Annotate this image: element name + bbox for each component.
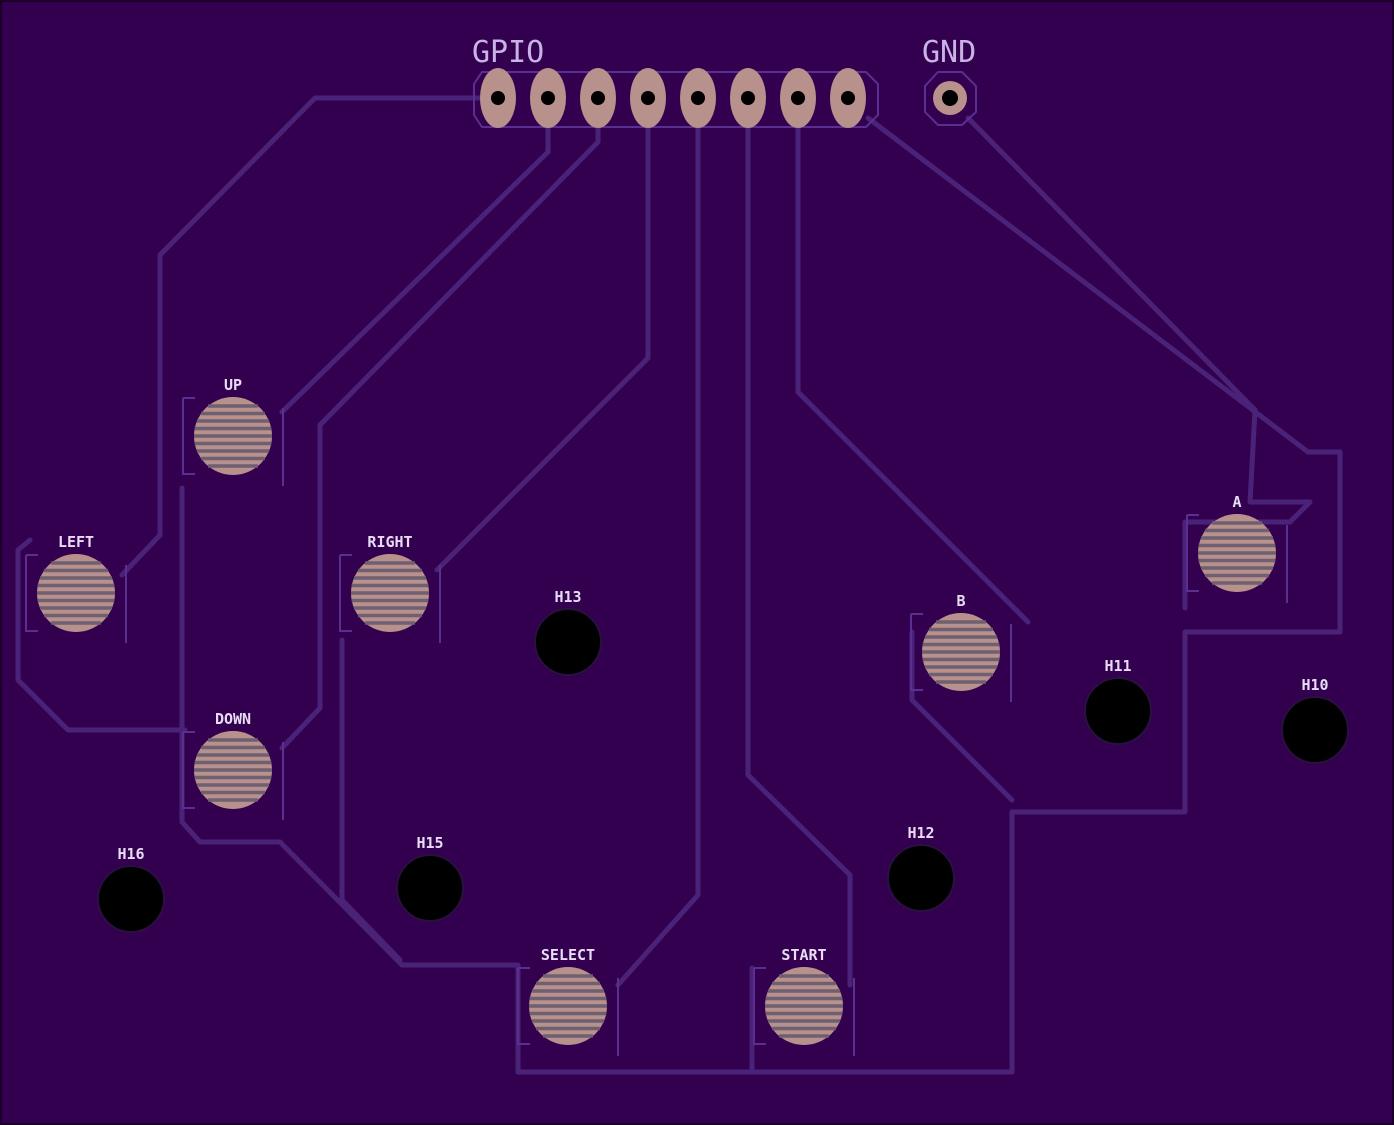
button-select: SELECT	[517, 946, 619, 1056]
button-start-label: START	[781, 946, 826, 964]
gnd-pad-outline	[924, 71, 977, 126]
trace-start	[745, 95, 853, 988]
trace-left	[119, 95, 501, 578]
hole-h10: H10	[1281, 676, 1349, 764]
trace-a	[515, 115, 1343, 1075]
button-down-stripes	[194, 738, 272, 802]
button-left-stripes	[37, 561, 115, 625]
gnd-label: GND	[922, 35, 976, 70]
trace-gnd-right	[339, 637, 403, 963]
gpio-pin-drill	[641, 91, 655, 105]
trace-gnd-left	[15, 537, 188, 733]
button-start-outline	[753, 967, 855, 1056]
button-pads: UP LEFT RIGHT DOWN SELECT	[25, 376, 1288, 1056]
button-select-stripes	[529, 974, 607, 1038]
gpio-pin-drill	[691, 91, 705, 105]
hole-h11-drill	[1084, 677, 1152, 745]
mounting-holes: H10 H11 H12 H13 H15 H16	[97, 588, 1349, 933]
button-left-label: LEFT	[58, 533, 94, 551]
hole-h11: H11	[1084, 657, 1152, 745]
trace-select	[615, 95, 701, 988]
trace-gnd	[965, 115, 1313, 611]
button-start: START	[753, 946, 855, 1056]
hole-h10-label: H10	[1301, 676, 1328, 694]
button-right-outline	[339, 554, 441, 643]
button-down: DOWN	[182, 710, 284, 820]
hole-h15-drill	[396, 854, 464, 922]
hole-h11-label: H11	[1104, 657, 1131, 675]
trace-gnd-mid	[179, 485, 521, 1075]
button-right: RIGHT	[339, 533, 441, 643]
gpio-pin-drill	[791, 91, 805, 105]
hole-h12-drill	[887, 844, 955, 912]
button-up: UP	[182, 376, 284, 486]
button-select-outline	[517, 967, 619, 1056]
hole-h12: H12	[887, 824, 955, 912]
gnd-header: GND	[922, 35, 977, 126]
button-a-outline	[1186, 514, 1288, 603]
hole-h10-drill	[1281, 696, 1349, 764]
button-select-label: SELECT	[541, 946, 595, 964]
button-b-stripes	[922, 620, 1000, 684]
button-a-stripes	[1198, 521, 1276, 585]
trace-right	[434, 95, 651, 573]
gpio-pin-drill	[491, 91, 505, 105]
button-right-label: RIGHT	[367, 533, 412, 551]
hole-h13-drill	[534, 608, 602, 676]
gnd-drill	[942, 90, 958, 106]
button-up-outline	[182, 397, 284, 486]
button-a-label: A	[1232, 493, 1241, 511]
gpio-pins	[480, 68, 866, 128]
button-down-label: DOWN	[215, 710, 251, 728]
trace-b	[795, 95, 1031, 625]
button-down-outline	[182, 731, 284, 820]
gpio-pin-drill	[591, 91, 605, 105]
button-b: B	[910, 592, 1012, 702]
gpio-pin-drill	[841, 91, 855, 105]
hole-h16-drill	[97, 865, 165, 933]
gpio-pin-drill	[741, 91, 755, 105]
button-a: A	[1186, 493, 1288, 603]
button-up-stripes	[194, 404, 272, 468]
button-up-label: UP	[224, 376, 242, 394]
hole-h15-label: H15	[416, 834, 443, 852]
button-start-stripes	[765, 974, 843, 1038]
hole-h12-label: H12	[907, 824, 934, 842]
hole-h15: H15	[396, 834, 464, 922]
gpio-label: GPIO	[472, 35, 544, 70]
gpio-pin-drill	[541, 91, 555, 105]
hole-h13-label: H13	[554, 588, 581, 606]
button-b-outline	[910, 613, 1012, 702]
button-left: LEFT	[25, 533, 127, 643]
button-right-stripes	[351, 561, 429, 625]
hole-h16-label: H16	[117, 845, 144, 863]
button-b-label: B	[956, 592, 965, 610]
button-left-outline	[25, 554, 127, 643]
hole-h13: H13	[534, 588, 602, 676]
gpio-header: GPIO	[472, 35, 879, 128]
gpio-header-outline	[473, 71, 879, 128]
hole-h16: H16	[97, 845, 165, 933]
